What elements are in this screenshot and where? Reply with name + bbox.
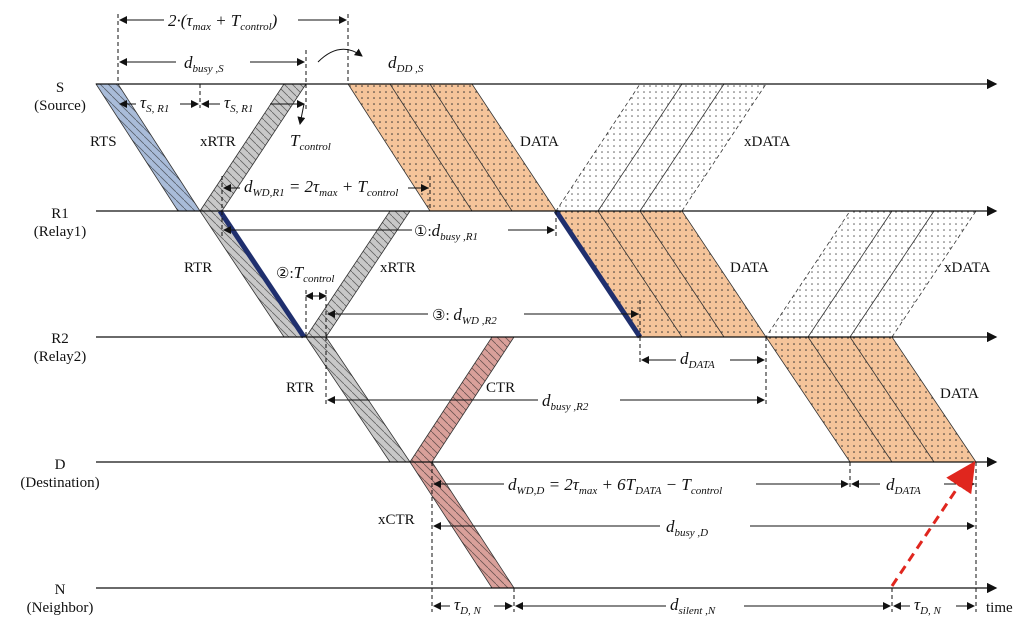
anno-d-silent-n: dsilent ,N [670, 595, 716, 617]
anno-d-busy-d: dbusy ,D [666, 517, 708, 539]
node-r1-role: (Relay1) [34, 224, 86, 240]
label-data-r2: DATA [940, 386, 979, 402]
label-rts: RTS [90, 134, 117, 150]
anno-tau-dn-a: τD, N [454, 595, 482, 617]
anno-circle2: ②:Tcontrol [276, 263, 334, 285]
annotations: 2·(τmax + Tcontrol) dbusy ,S dDD ,S τS, … [140, 11, 942, 617]
anno-d-data-d: dDATA [886, 475, 921, 497]
node-r1-name: R1 [51, 206, 69, 222]
anno-d-wd-d: dWD,D = 2τmax + 6TDATA − Tcontrol [508, 475, 722, 497]
anno-d-wd-r1: dWD,R1 = 2τmax + Tcontrol [244, 177, 398, 199]
label-xdata-s: xDATA [744, 134, 790, 150]
node-labels: S (Source) R1 (Relay1) R2 (Relay2) D (De… [20, 80, 99, 616]
anno-circle1: ①:dbusy ,R1 [414, 221, 478, 243]
red-arrow [890, 461, 976, 587]
busy-line-r1 [217, 209, 307, 339]
label-xrtr-r1: xRTR [380, 260, 416, 276]
anno-circle3: ③: dWD ,R2 [432, 305, 497, 327]
anno-d-busy-s: dbusy ,S [184, 53, 224, 75]
node-r2-name: R2 [51, 331, 69, 347]
anno-t-control-s: Tcontrol [290, 131, 331, 153]
label-data-s: DATA [520, 134, 559, 150]
label-xdata-r1: xDATA [944, 260, 990, 276]
label-xrtr-s: xRTR [200, 134, 236, 150]
anno-tau-dn-b: τD, N [914, 595, 942, 617]
anno-d-data-r2: dDATA [680, 349, 715, 371]
node-d-name: D [55, 457, 66, 473]
anno-tau-sr1-a: τS, R1 [140, 93, 169, 115]
label-rtr-r2: RTR [286, 380, 314, 396]
label-ctr: CTR [486, 380, 515, 396]
node-r2-role: (Relay2) [34, 349, 86, 365]
anno-top-formula: 2·(τmax + Tcontrol) [168, 11, 278, 33]
node-s-name: S [56, 80, 64, 96]
node-d-role: (Destination) [20, 475, 99, 491]
node-s-role: (Source) [34, 98, 86, 114]
packets [95, 83, 977, 589]
busy-line-r2 [553, 209, 643, 339]
anno-tau-sr1-b: τS, R1 [224, 93, 253, 115]
time-axes [96, 78, 998, 594]
packet-labels: RTS xRTR RTR xRTR RTR CTR xCTR DATA xDAT… [90, 134, 990, 528]
node-n-name: N [55, 582, 66, 598]
anno-d-dd-s: dDD ,S [388, 53, 424, 75]
anno-d-busy-r2: dbusy ,R2 [542, 391, 589, 413]
node-n-role: (Neighbor) [27, 600, 94, 616]
time-axis-label: time [986, 600, 1013, 616]
label-data-r1: DATA [730, 260, 769, 276]
label-xctr: xCTR [378, 512, 415, 528]
label-rtr-r1: RTR [184, 260, 212, 276]
